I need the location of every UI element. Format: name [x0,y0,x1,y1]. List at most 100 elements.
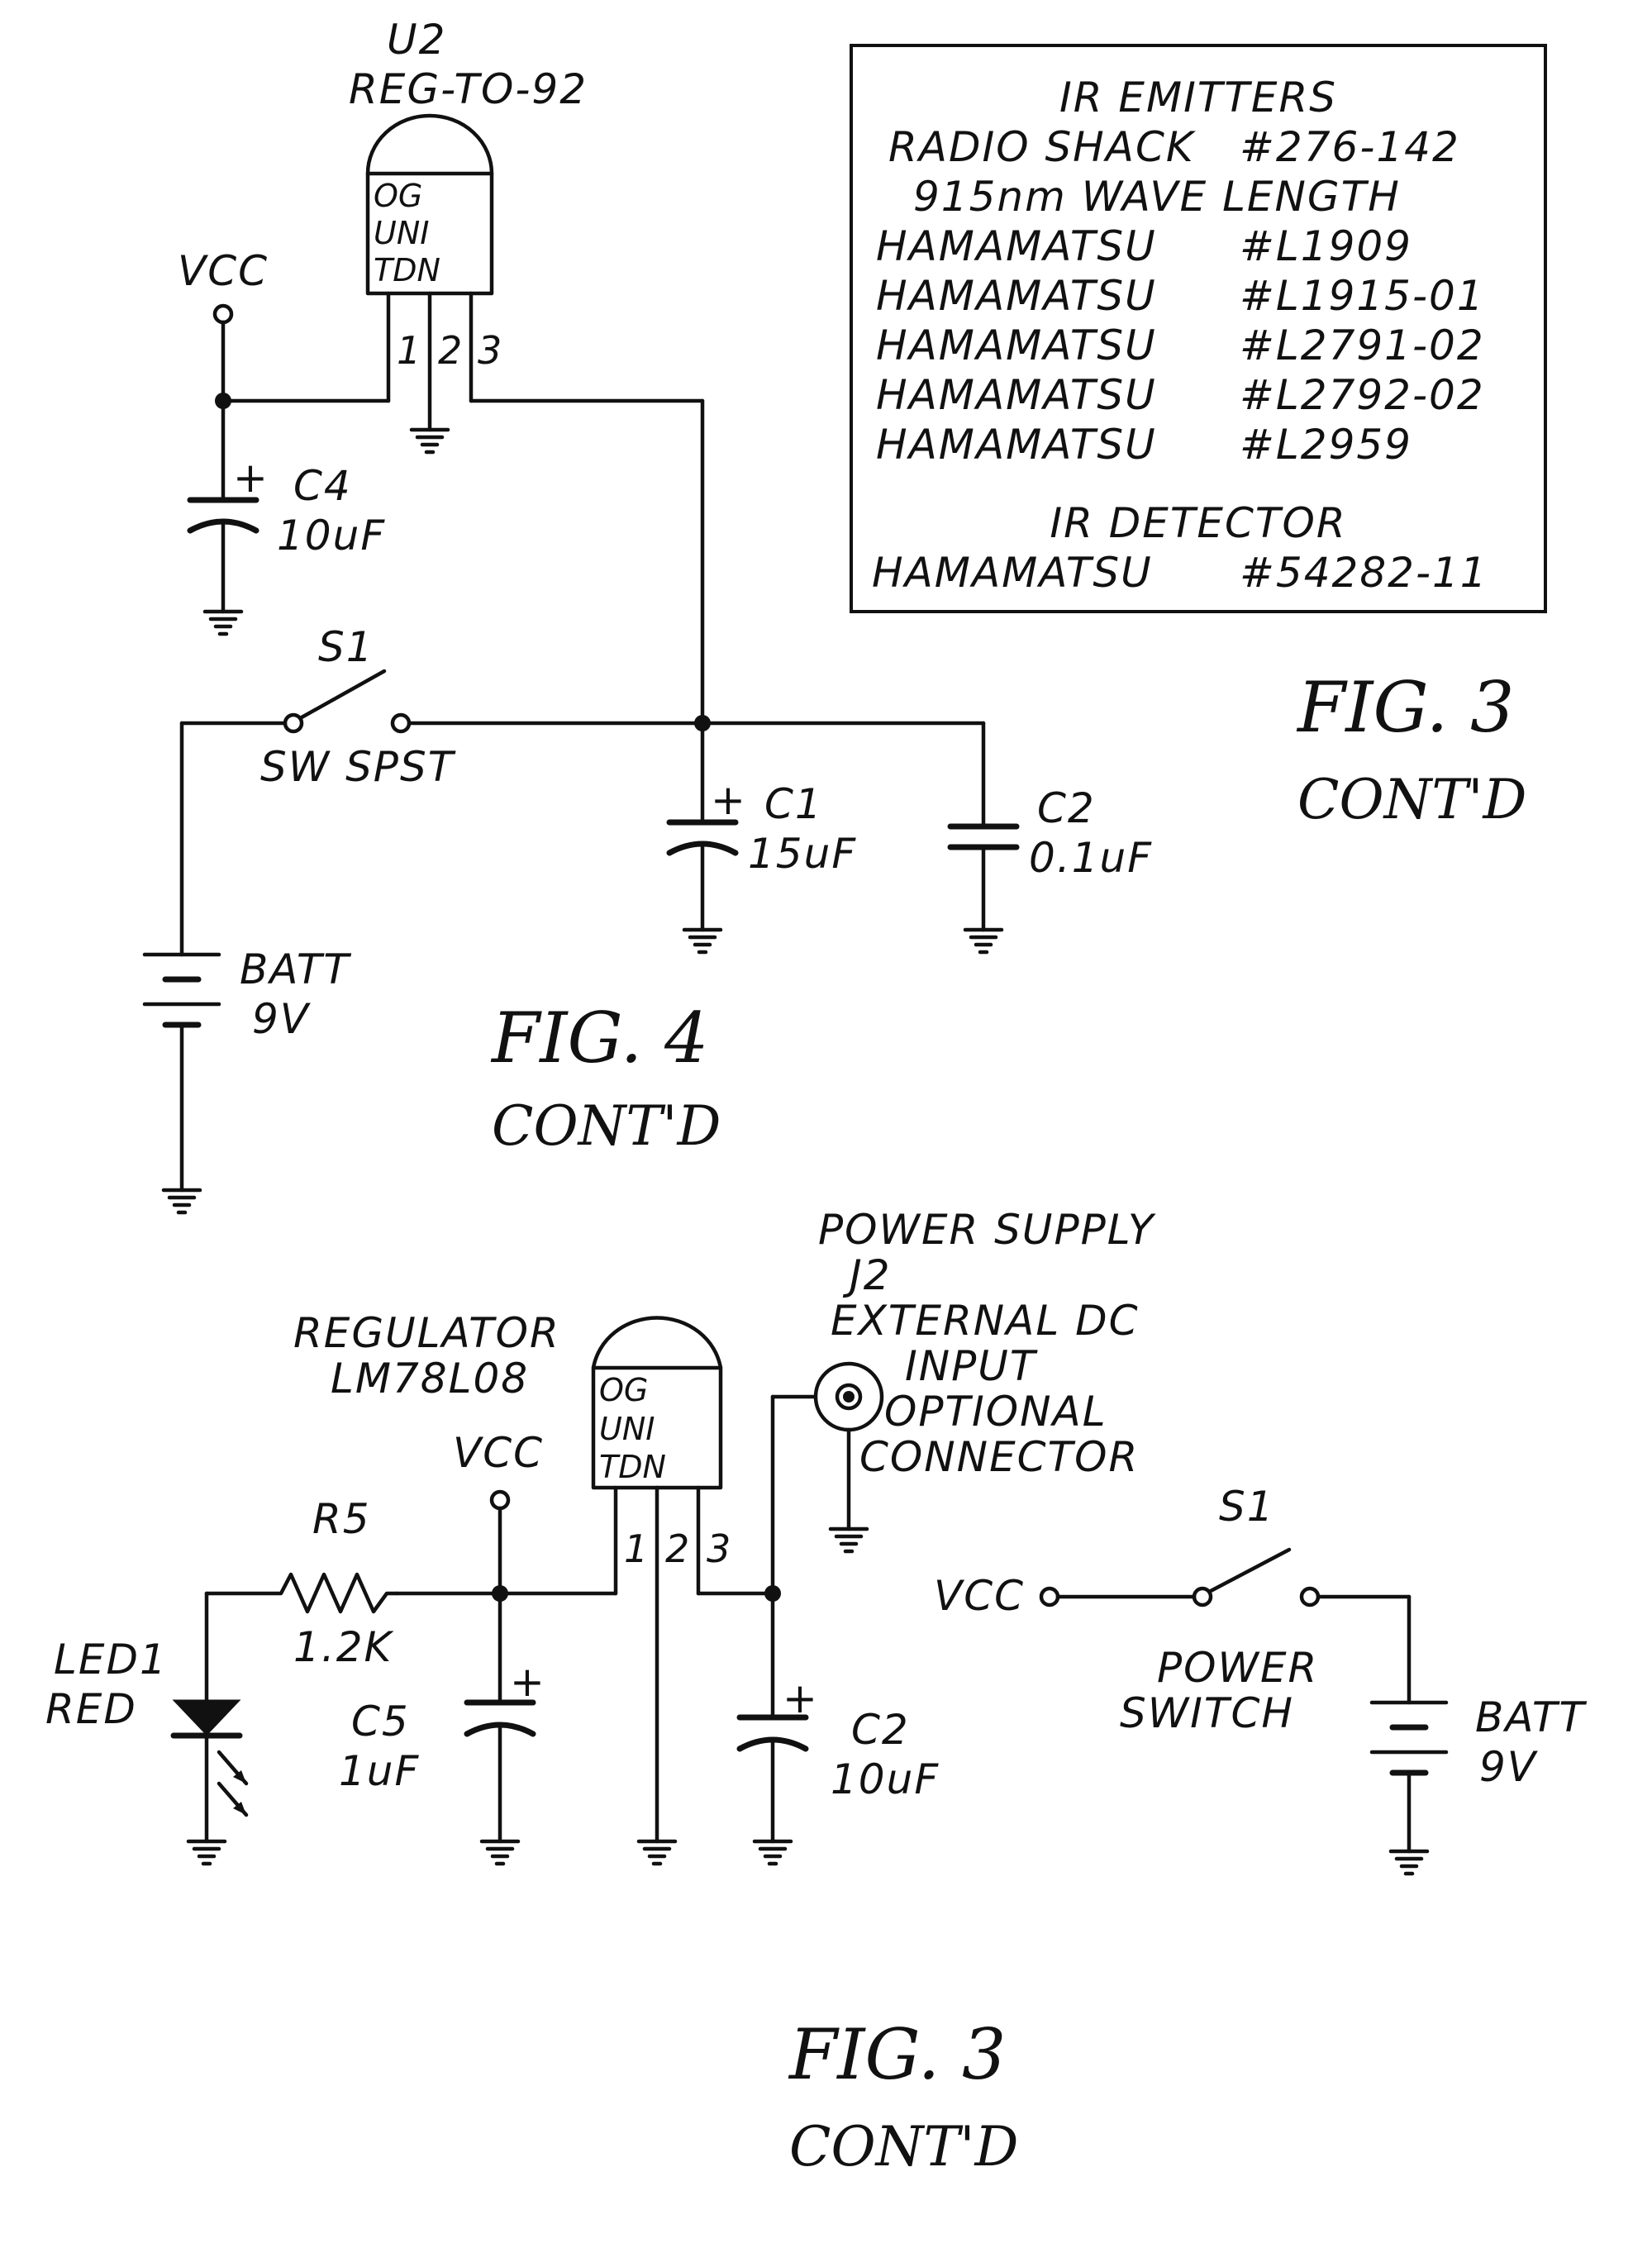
psu-label-line3: EXTERNAL DC [831,1297,1140,1345]
ground-icon [831,1529,867,1551]
batt-ref-label: BATT [240,945,351,993]
ground-icon [412,430,448,452]
ground-icon [205,612,241,634]
fig3-cont-bottom: CONT'D [789,2115,1018,2179]
fig3-caption-bottom: FIG. 3 [788,2014,1006,2095]
led1-color-label: RED [45,1685,137,1733]
fig4-cont: CONT'D [492,1094,721,1158]
battery-9v [145,955,219,1190]
junction-dot [492,1585,508,1602]
table-vendor: HAMAMATSU [876,272,1157,320]
s1-type-label: SW SPST [260,743,456,791]
table-part: #L1915-01 [1240,272,1485,320]
lower-circuit: REGULATOR LM78L08 OG UNI TDN 1 2 3 VCC R… [45,1206,1587,1874]
table-part: #276-142 [1240,123,1460,171]
ir-detector-heading: IR DETECTOR [1050,499,1346,547]
u2-pkg-row3: TDN [374,252,440,288]
c1-value-label: 15uF [748,830,857,878]
vcc-terminal [492,1492,508,1508]
psu-label-line5: OPTIONAL [884,1388,1107,1436]
batt-value-label: 9V [252,995,312,1043]
psu-label-line1: POWER SUPPLY [818,1206,1156,1254]
s1-spst-switch [285,671,409,731]
u2-pkg-row2: UNI [374,215,429,251]
regulator-label: REGULATOR [293,1309,560,1357]
table-vendor: HAMAMATSU [872,549,1153,597]
table-vendor: RADIO SHACK [888,123,1197,171]
psu-label-line4: INPUT [905,1342,1038,1390]
table-part: #L2792-02 [1240,371,1485,419]
c2-plus: + [783,1674,819,1722]
table-part: #L2791-02 [1240,321,1485,369]
reg-pin3-label: 3 [707,1526,731,1571]
table-vendor: HAMAMATSU [876,321,1157,369]
switch-label-line1: POWER [1157,1644,1318,1692]
reg-pin1-label: 1 [624,1526,648,1571]
table-part: #L2959 [1240,421,1412,469]
ground-icon [755,1841,791,1864]
c2-value-label: 0.1uF [1029,834,1153,882]
u2-pkg-row1: OG [374,178,422,214]
light-emission-arrows-icon [219,1752,246,1815]
table-vendor: HAMAMATSU [876,222,1157,270]
u2-pin1-label: 1 [397,328,421,373]
c5-value-label: 1uF [339,1747,420,1795]
ground-icon [639,1841,675,1864]
ground-icon [188,1841,225,1864]
vcc-label: VCC [453,1429,544,1477]
c4-plus: + [233,454,269,502]
junction-dot [215,393,231,409]
u2-pin2-label: 2 [438,328,462,373]
c1-plus: + [711,776,747,824]
table-vendor: 915nm WAVE LENGTH [913,173,1401,221]
c1-capacitor [669,822,736,930]
fig4-caption: FIG. 4 [490,998,708,1079]
table-part: #L1909 [1240,222,1412,270]
reg-pkg-row3: TDN [599,1449,666,1485]
s1-ref-label: S1 [318,623,374,671]
c2-capacitor [950,826,1016,930]
led1-ref-label: LED1 [54,1636,168,1684]
c4-ref-label: C4 [293,462,352,510]
parts-table: IR EMITTERS RADIO SHACK #276-142 915nm W… [851,45,1545,612]
r5-resistor [207,1574,397,1612]
r5-value-label: 1.2K [293,1623,395,1671]
c2-ref-label: C2 [851,1706,910,1754]
ground-icon [164,1190,200,1212]
table-vendor: HAMAMATSU [876,421,1157,469]
r5-ref-label: R5 [312,1495,371,1543]
switch-label-line2: SWITCH [1120,1689,1294,1737]
reg-pkg-row1: OG [599,1372,648,1408]
vcc-label: VCC [178,247,269,295]
c2-value-label: 10uF [831,1755,940,1803]
batt-ref-label: BATT [1475,1693,1587,1741]
c4-capacitor [190,500,256,612]
table-vendor: HAMAMATSU [876,371,1157,419]
psu-label-line2: J2 [842,1251,892,1299]
fig3-cont-top: CONT'D [1297,768,1526,831]
ground-icon [965,930,1002,952]
ground-icon [684,930,721,952]
u2-pin3-label: 3 [478,328,502,373]
vcc-terminal [215,306,231,322]
c1-ref-label: C1 [764,780,823,828]
ground-icon [482,1841,518,1864]
c2-capacitor [740,1717,806,1841]
u2-ref-label: U2 [387,16,446,64]
c2-ref-label: C2 [1037,784,1096,832]
reg-pin2-label: 2 [665,1526,689,1571]
psu-label-line6: CONNECTOR [859,1433,1139,1481]
led1-red [174,1701,246,1841]
c4-value-label: 10uF [277,512,386,560]
ground-icon [1391,1851,1427,1874]
c5-ref-label: C5 [351,1698,410,1746]
batt-value-label: 9V [1479,1743,1539,1791]
u2-type-label: REG-TO-92 [349,65,588,113]
c5-plus: + [510,1658,546,1706]
table-part: #54282-11 [1240,549,1488,597]
c5-capacitor [467,1703,533,1841]
vcc-switch-label: VCC [934,1572,1025,1620]
reg-pkg-row2: UNI [599,1411,655,1447]
regulator-part-label: LM78L08 [331,1355,529,1403]
